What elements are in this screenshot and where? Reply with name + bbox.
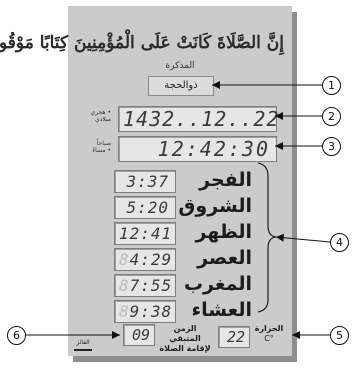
prayer-group-brace [257,162,277,313]
callout-6: 6 [7,326,26,345]
am-label: صباحاً [96,140,111,147]
reminder-label: المذكرة [165,61,195,71]
clock-panel: إِنَّ الصَّلَاةَ كَانَتْ عَلَى الْمُؤْمِ… [0,6,292,356]
arrowhead-5 [292,331,300,339]
callout-4: 4 [330,233,349,252]
hijri-month-display: ذوالحجة [148,76,214,96]
arrowhead-3 [275,142,283,150]
prayer-name-shurooq: الشروق [178,195,252,217]
remaining-time-display: 09 [123,324,155,346]
temperature-display: 22 [218,326,250,348]
callout-line-4 [275,236,331,243]
prayer-time-shurooq: 5:20 [114,196,176,219]
prayer-time-digits: 12:41 [119,224,173,243]
temperature-label: الحرارة °C [252,324,286,344]
prayer-time-digits: 4:29 [129,250,173,269]
prayer-name-asr: العصر [197,247,252,269]
date-display: 1432..12..22 [118,106,280,132]
prayer-time-dhuhr: 12:41 [114,222,176,245]
remaining-time-label: الزمن المتبقي لإقامة الصلاة [159,324,211,353]
celsius-unit: °C [264,334,274,343]
prayer-time-digits: 7:55 [129,276,173,295]
ghost-digit: 8 [119,302,130,321]
callout-5: 5 [330,326,349,345]
ampm-labels: صباحاً • مساءً [85,140,111,154]
prayer-time-digits: 9:38 [129,302,173,321]
temperature-digits: 22 [226,328,245,346]
prayer-time-asr: 84:29 [114,248,176,271]
prayer-name-fajr: الفجر [199,169,252,191]
remaining-time-digits: 09 [131,326,150,344]
arrowhead-1 [212,81,220,89]
prayer-time-digits: 3:37 [126,172,169,191]
prayer-name-maghrib: المغرب [183,273,252,295]
prayer-time-isha: 89:38 [114,300,176,323]
ghost-digit: 8 [119,276,130,295]
callout-1: 1 [322,76,341,95]
brand-logo: الفائز [74,337,92,351]
pm-label: • مساءً [92,147,111,154]
prayer-name-isha: العشاء [191,299,252,321]
prayer-time-digits: 5:20 [126,198,169,217]
verse-calligraphy: إِنَّ الصَّلَاةَ كَانَتْ عَلَى الْمُؤْمِ… [0,33,285,53]
arrowhead-2 [275,112,283,120]
callout-2: 2 [322,107,341,126]
date-digits: 1432..12..22 [123,107,280,131]
callout-3: 3 [322,137,341,156]
arrowhead-4 [276,233,284,242]
prayer-name-dhuhr: الظهر [195,221,252,243]
gregorian-label: ميلادي [95,116,111,123]
time-digits: 12:42:30 [157,137,270,161]
prayer-time-fajr: 3:37 [114,170,176,193]
calendar-type-labels: • هجري ميلادي [85,109,112,123]
ghost-digit: 8 [119,250,130,269]
time-display: 12:42:30 [118,136,277,162]
prayer-time-maghrib: 87:55 [114,274,176,297]
arrowhead-6 [112,331,120,339]
hijri-label: • هجري [90,109,112,116]
